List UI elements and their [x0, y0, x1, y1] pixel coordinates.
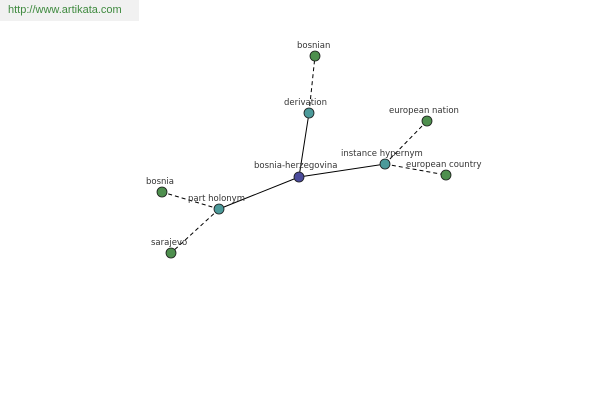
edge-center-to-instance-hypernym — [298, 163, 386, 178]
node-bosnian[interactable] — [309, 50, 321, 62]
node-sarajevo[interactable] — [165, 247, 177, 259]
edge-part-holonym-to-sarajevo — [170, 208, 220, 254]
node-label-instance-hypernym[interactable]: instance hypernym — [341, 149, 423, 159]
node-bosnia[interactable] — [156, 186, 168, 198]
node-label-european-country[interactable]: european country — [406, 160, 482, 170]
labels-layer: bosnia-herzegovina derivation instance hyp… — [146, 41, 482, 248]
node-label-derivation[interactable]: derivation — [284, 98, 327, 108]
node-derivation[interactable] — [303, 107, 315, 119]
node-european-nation[interactable] — [421, 115, 433, 127]
node-label-bosnia[interactable]: bosnia — [146, 177, 174, 187]
nodes-layer — [156, 50, 452, 259]
edge-center-to-part-holonym — [218, 176, 300, 210]
node-instance-hypernym[interactable] — [379, 158, 391, 170]
edge-derivation-to-bosnian — [308, 55, 316, 114]
node-label-european-nation[interactable]: european nation — [389, 106, 459, 116]
edge-instance-hypernym-to-european-country — [384, 163, 447, 176]
node-label-center[interactable]: bosnia-herzegovina — [254, 161, 337, 171]
edge-center-to-derivation — [298, 112, 310, 178]
node-european-country[interactable] — [440, 169, 452, 181]
site-url-link[interactable]: http://www.artikata.com — [0, 0, 139, 21]
edges-layer — [161, 55, 447, 254]
node-center[interactable] — [293, 171, 305, 183]
node-part-holonym[interactable] — [213, 203, 225, 215]
edge-instance-hypernym-to-european-nation — [384, 120, 428, 165]
edge-part-holonym-to-bosnia — [161, 191, 220, 210]
node-label-sarajevo[interactable]: sarajevo — [151, 238, 187, 248]
node-label-part-holonym[interactable]: part holonym — [188, 194, 245, 204]
node-label-bosnian[interactable]: bosnian — [297, 41, 330, 51]
